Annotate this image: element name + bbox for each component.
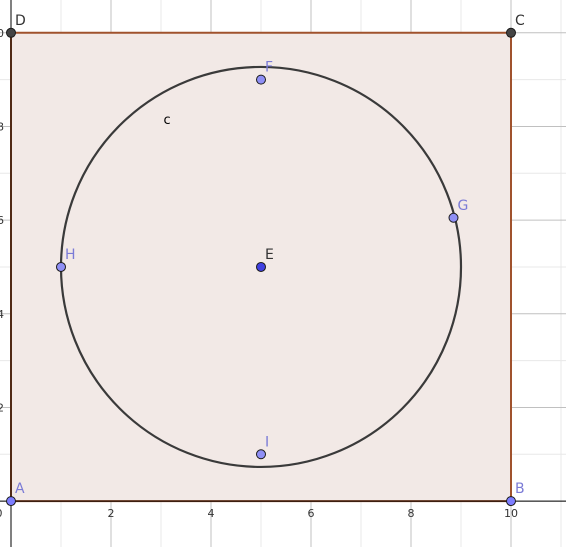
point-g-marker[interactable] (448, 212, 459, 223)
point-e[interactable]: E (256, 247, 274, 272)
point-h[interactable]: H (56, 247, 76, 272)
x-tick-label: 4 (208, 507, 215, 520)
points-layer[interactable]: A B C D E F G H I (6, 13, 526, 507)
point-b-label: B (515, 481, 525, 497)
point-c[interactable]: C (506, 13, 526, 38)
point-h-marker[interactable] (56, 261, 66, 272)
circle-label: c (164, 113, 171, 128)
point-c-label: C (515, 13, 525, 29)
y-tick-label: 6 (0, 214, 4, 227)
x-tick-label: 0 (0, 507, 3, 520)
point-a-label: A (15, 481, 25, 497)
point-i[interactable]: I (256, 434, 270, 460)
y-tick-label: 4 (0, 308, 4, 321)
point-e-marker[interactable] (256, 261, 266, 272)
point-f-label: F (265, 60, 273, 76)
point-f[interactable]: F (256, 60, 274, 85)
x-tick-label: 8 (408, 507, 415, 520)
point-d[interactable]: D (6, 13, 26, 38)
x-tick-label: 10 (504, 507, 518, 520)
x-tick-label: 6 (308, 507, 315, 520)
point-d-marker[interactable] (6, 27, 16, 38)
axis-tick-labels: 0 2 4 6 8 10 2 4 6 8 10 (0, 27, 518, 520)
point-d-label: D (15, 13, 26, 29)
point-h-label: H (65, 247, 76, 263)
point-g-label: G (458, 198, 469, 214)
point-b[interactable]: B (506, 481, 525, 507)
point-f-marker[interactable] (256, 74, 266, 85)
point-b-marker[interactable] (506, 496, 516, 507)
point-i-label: I (265, 434, 269, 450)
point-a-marker[interactable] (6, 496, 16, 507)
x-tick-label: 2 (108, 507, 115, 520)
point-i-marker[interactable] (256, 449, 266, 460)
y-tick-label: 2 (0, 401, 4, 414)
y-tick-label: 8 (0, 120, 4, 133)
y-tick-label: 10 (0, 27, 4, 40)
point-g[interactable]: G (448, 198, 469, 223)
point-c-marker[interactable] (506, 27, 516, 38)
point-e-label: E (265, 247, 274, 263)
point-a[interactable]: A (6, 481, 26, 507)
